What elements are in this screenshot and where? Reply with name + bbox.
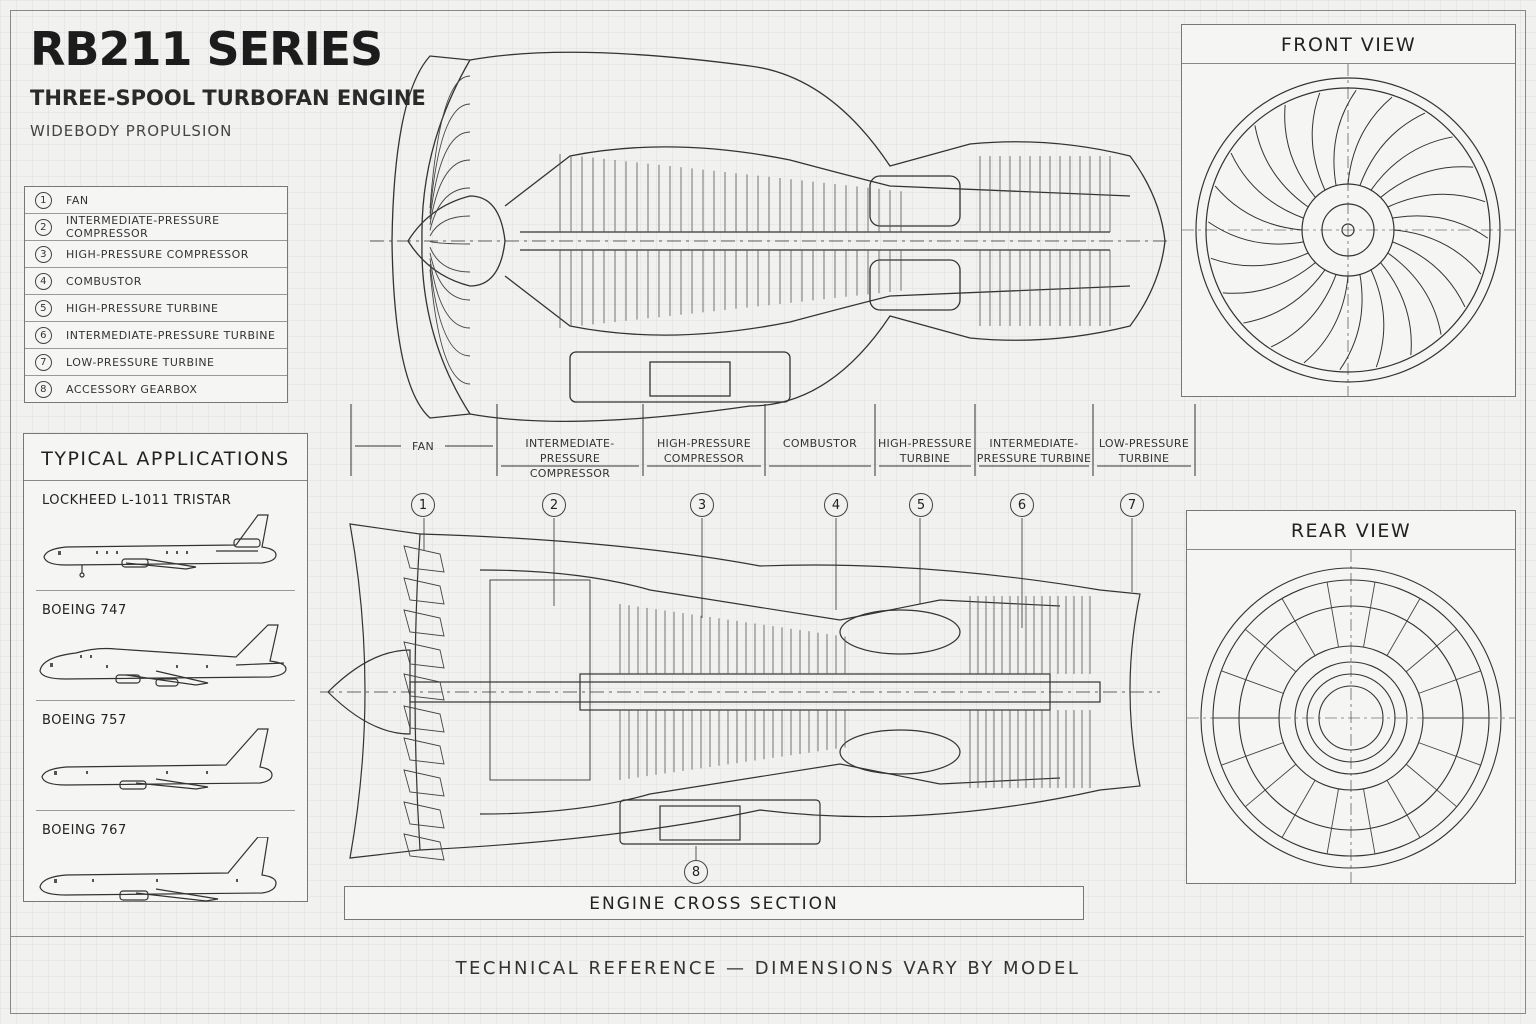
aircraft-name: LOCKHEED L-1011 TRISTAR <box>42 493 232 508</box>
aircraft-item: LOCKHEED L-1011 TRISTAR <box>36 481 295 591</box>
callout-hpt: 5 <box>909 493 933 517</box>
callout-hpc: 3 <box>690 493 714 517</box>
aircraft-item: BOEING 757 <box>36 701 295 811</box>
drawing-frame <box>10 10 1526 1014</box>
legend-number: 7 <box>35 353 52 371</box>
jumbo-airplane-icon <box>39 624 287 687</box>
footer-divider <box>10 936 1524 937</box>
legend-number: 1 <box>35 191 52 209</box>
section-dimension-lines <box>350 404 1196 476</box>
legend-item: 8 ACCESSORY GEARBOX <box>25 376 287 402</box>
legend-item: 2 INTERMEDIATE-PRESSURE COMPRESSOR <box>25 214 287 241</box>
legend-number: 2 <box>35 218 52 236</box>
narrowbody-airplane-icon <box>41 728 273 790</box>
aircraft-name: BOEING 767 <box>42 823 127 838</box>
aircraft-item: BOEING 767 <box>36 811 295 920</box>
legend-label: FAN <box>66 193 89 207</box>
legend-item: 5 HIGH-PRESSURE TURBINE <box>25 295 287 322</box>
section-label-ipt: INTERMEDIATE-PRESSURE TURBINE <box>976 437 1092 465</box>
front-view-title: FRONT VIEW <box>1182 25 1515 64</box>
legend-item: 3 HIGH-PRESSURE COMPRESSOR <box>25 241 287 268</box>
legend-item: 7 LOW-PRESSURE TURBINE <box>25 349 287 376</box>
legend-label: HIGH-PRESSURE COMPRESSOR <box>66 247 249 261</box>
page-subtitle: THREE-SPOOL TURBOFAN ENGINE <box>30 86 426 110</box>
engine-cross-section <box>320 518 1160 861</box>
rear-view-title: REAR VIEW <box>1187 511 1515 550</box>
section-label-fan: FAN <box>412 440 434 453</box>
rear-view-panel: REAR VIEW <box>1186 510 1516 884</box>
legend-item: 1 FAN <box>25 187 287 214</box>
callout-lpt: 7 <box>1120 493 1144 517</box>
legend-number: 6 <box>35 326 52 344</box>
trijet-airplane-icon <box>43 514 277 578</box>
legend-number: 8 <box>35 380 52 398</box>
applications-title: TYPICAL APPLICATIONS <box>24 434 307 481</box>
legend-label: INTERMEDIATE-PRESSURE COMPRESSOR <box>66 214 220 240</box>
component-legend: 1 FAN 2 INTERMEDIATE-PRESSURE COMPRESSOR 3… <box>24 186 288 403</box>
footer-note: TECHNICAL REFERENCE — DIMENSIONS VARY BY… <box>455 958 1081 979</box>
cross-section-label: ENGINE CROSS SECTION <box>344 886 1084 920</box>
legend-label: HIGH-PRESSURE TURBINE <box>66 301 219 315</box>
engine-exterior-view <box>370 51 1170 422</box>
legend-item: 6 INTERMEDIATE-PRESSURE TURBINE <box>25 322 287 349</box>
widebody-airplane-icon <box>39 837 277 902</box>
legend-number: 3 <box>35 245 52 263</box>
legend-label: INTERMEDIATE-PRESSURE TURBINE <box>66 328 276 342</box>
front-fan-illustration <box>1182 64 1515 396</box>
callout-gearbox: 8 <box>684 860 708 884</box>
aircraft-item: BOEING 747 <box>36 591 295 701</box>
page-tagline: WIDEBODY PROPULSION <box>30 122 233 140</box>
legend-item: 4 COMBUSTOR <box>25 268 287 295</box>
legend-label: COMBUSTOR <box>66 274 142 288</box>
applications-panel: TYPICAL APPLICATIONS LOCKHEED L-1011 TRI… <box>23 433 308 902</box>
legend-label: LOW-PRESSURE TURBINE <box>66 355 215 369</box>
aircraft-name: BOEING 747 <box>42 603 127 618</box>
legend-number: 4 <box>35 272 52 290</box>
section-label-combustor: COMBUSTOR <box>782 437 858 450</box>
callout-ipt: 6 <box>1010 493 1034 517</box>
legend-number: 5 <box>35 299 52 317</box>
callout-combustor: 4 <box>824 493 848 517</box>
front-view-panel: FRONT VIEW <box>1181 24 1516 397</box>
page-title: RB211 SERIES <box>30 22 383 76</box>
rear-nozzle-illustration <box>1187 550 1515 883</box>
callout-fan: 1 <box>411 493 435 517</box>
callout-ipc: 2 <box>542 493 566 517</box>
aircraft-name: BOEING 757 <box>42 713 127 728</box>
legend-label: ACCESSORY GEARBOX <box>66 382 198 396</box>
